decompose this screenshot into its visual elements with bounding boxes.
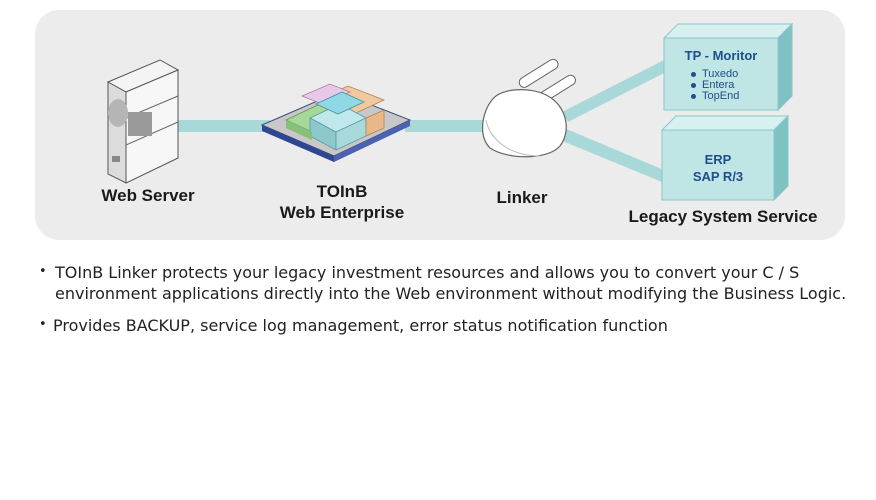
toinb-platform-icon [260, 83, 412, 162]
tp-monitor-item: TopEnd [690, 91, 739, 102]
erp-title: ERP [704, 152, 732, 167]
architecture-diagram: Web Server TOInB Web Enterprise Linker T… [35, 10, 845, 240]
connector-linker-erp [560, 128, 664, 182]
toinb-label-line2: Web Enterprise [279, 203, 405, 222]
toinb-label-line1: TOInB [316, 182, 368, 201]
tp-monitor-item: Entera [690, 80, 739, 91]
linker-label: Linker [496, 188, 548, 207]
tp-monitor-box [662, 22, 794, 112]
tp-monitor-list: Tuxedo Entera TopEnd [690, 69, 739, 102]
erp-box [660, 114, 790, 202]
tp-monitor-title: TP - Moritor [684, 48, 758, 63]
description-item: TOInB Linker protects your legacy invest… [38, 261, 868, 304]
erp-subtitle: SAP R/3 [692, 169, 744, 184]
connector-server-toinb [178, 120, 270, 132]
tp-monitor-item: Tuxedo [690, 69, 739, 80]
linker-plug-icon [482, 58, 576, 158]
web-server-icon [106, 59, 180, 184]
description-list: TOInB Linker protects your legacy invest… [38, 261, 868, 347]
connector-linker-tp [562, 60, 666, 122]
legacy-system-label: Legacy System Service [628, 207, 818, 226]
description-item: Provides BACKUP, service log management,… [38, 314, 868, 336]
connector-toinb-linker [405, 120, 490, 132]
web-server-label: Web Server [101, 186, 195, 205]
diagram-graphic [35, 10, 845, 240]
